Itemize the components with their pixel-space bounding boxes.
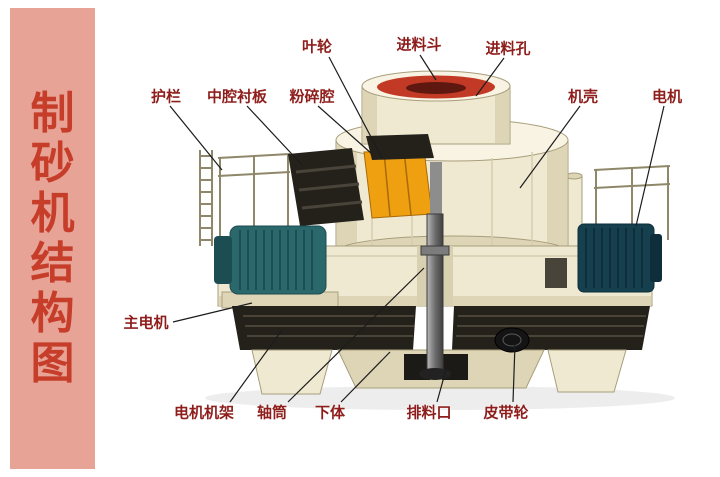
label-motor-frame: 电机机架 — [173, 404, 235, 422]
label-motor: 电机 — [651, 88, 683, 106]
label-guard-rail: 护栏 — [150, 88, 182, 106]
title-char: 机 — [30, 188, 75, 238]
label-discharge-port: 排料口 — [406, 404, 452, 422]
belt-pulley-part — [494, 327, 530, 353]
shaft-tube-part — [417, 213, 453, 380]
title-char: 制 — [30, 88, 75, 138]
impeller-part — [366, 134, 434, 160]
ladder — [199, 150, 213, 246]
label-impeller: 叶轮 — [301, 38, 333, 56]
label-main-motor: 主电机 — [123, 314, 169, 332]
title-banner: 制 砂 机 结 构 图 — [10, 8, 95, 469]
feed-hopper-part — [361, 70, 511, 145]
left-leg — [251, 349, 333, 395]
label-feed-hole: 进料孔 — [485, 40, 531, 58]
right-leg — [547, 349, 627, 393]
title-char: 结 — [30, 238, 75, 288]
label-crushing-chamber: 粉碎腔 — [289, 88, 335, 106]
main-motor-part — [214, 225, 339, 309]
label-lower-body: 下体 — [314, 404, 346, 422]
label-feed-hopper: 进料斗 — [396, 36, 442, 54]
title-char: 砂 — [30, 138, 75, 188]
motor-part — [577, 223, 662, 293]
junction-box — [545, 258, 567, 288]
guard-rail-right — [593, 165, 671, 244]
label-casing: 机壳 — [567, 88, 599, 106]
label-middle-cavity-liner: 中腔衬板 — [206, 88, 268, 106]
cutaway-parts — [288, 134, 442, 226]
title-char: 图 — [30, 338, 75, 388]
label-shaft-tube: 轴筒 — [256, 404, 288, 422]
label-belt-pulley: 皮带轮 — [483, 404, 529, 422]
title-char: 构 — [30, 288, 75, 338]
